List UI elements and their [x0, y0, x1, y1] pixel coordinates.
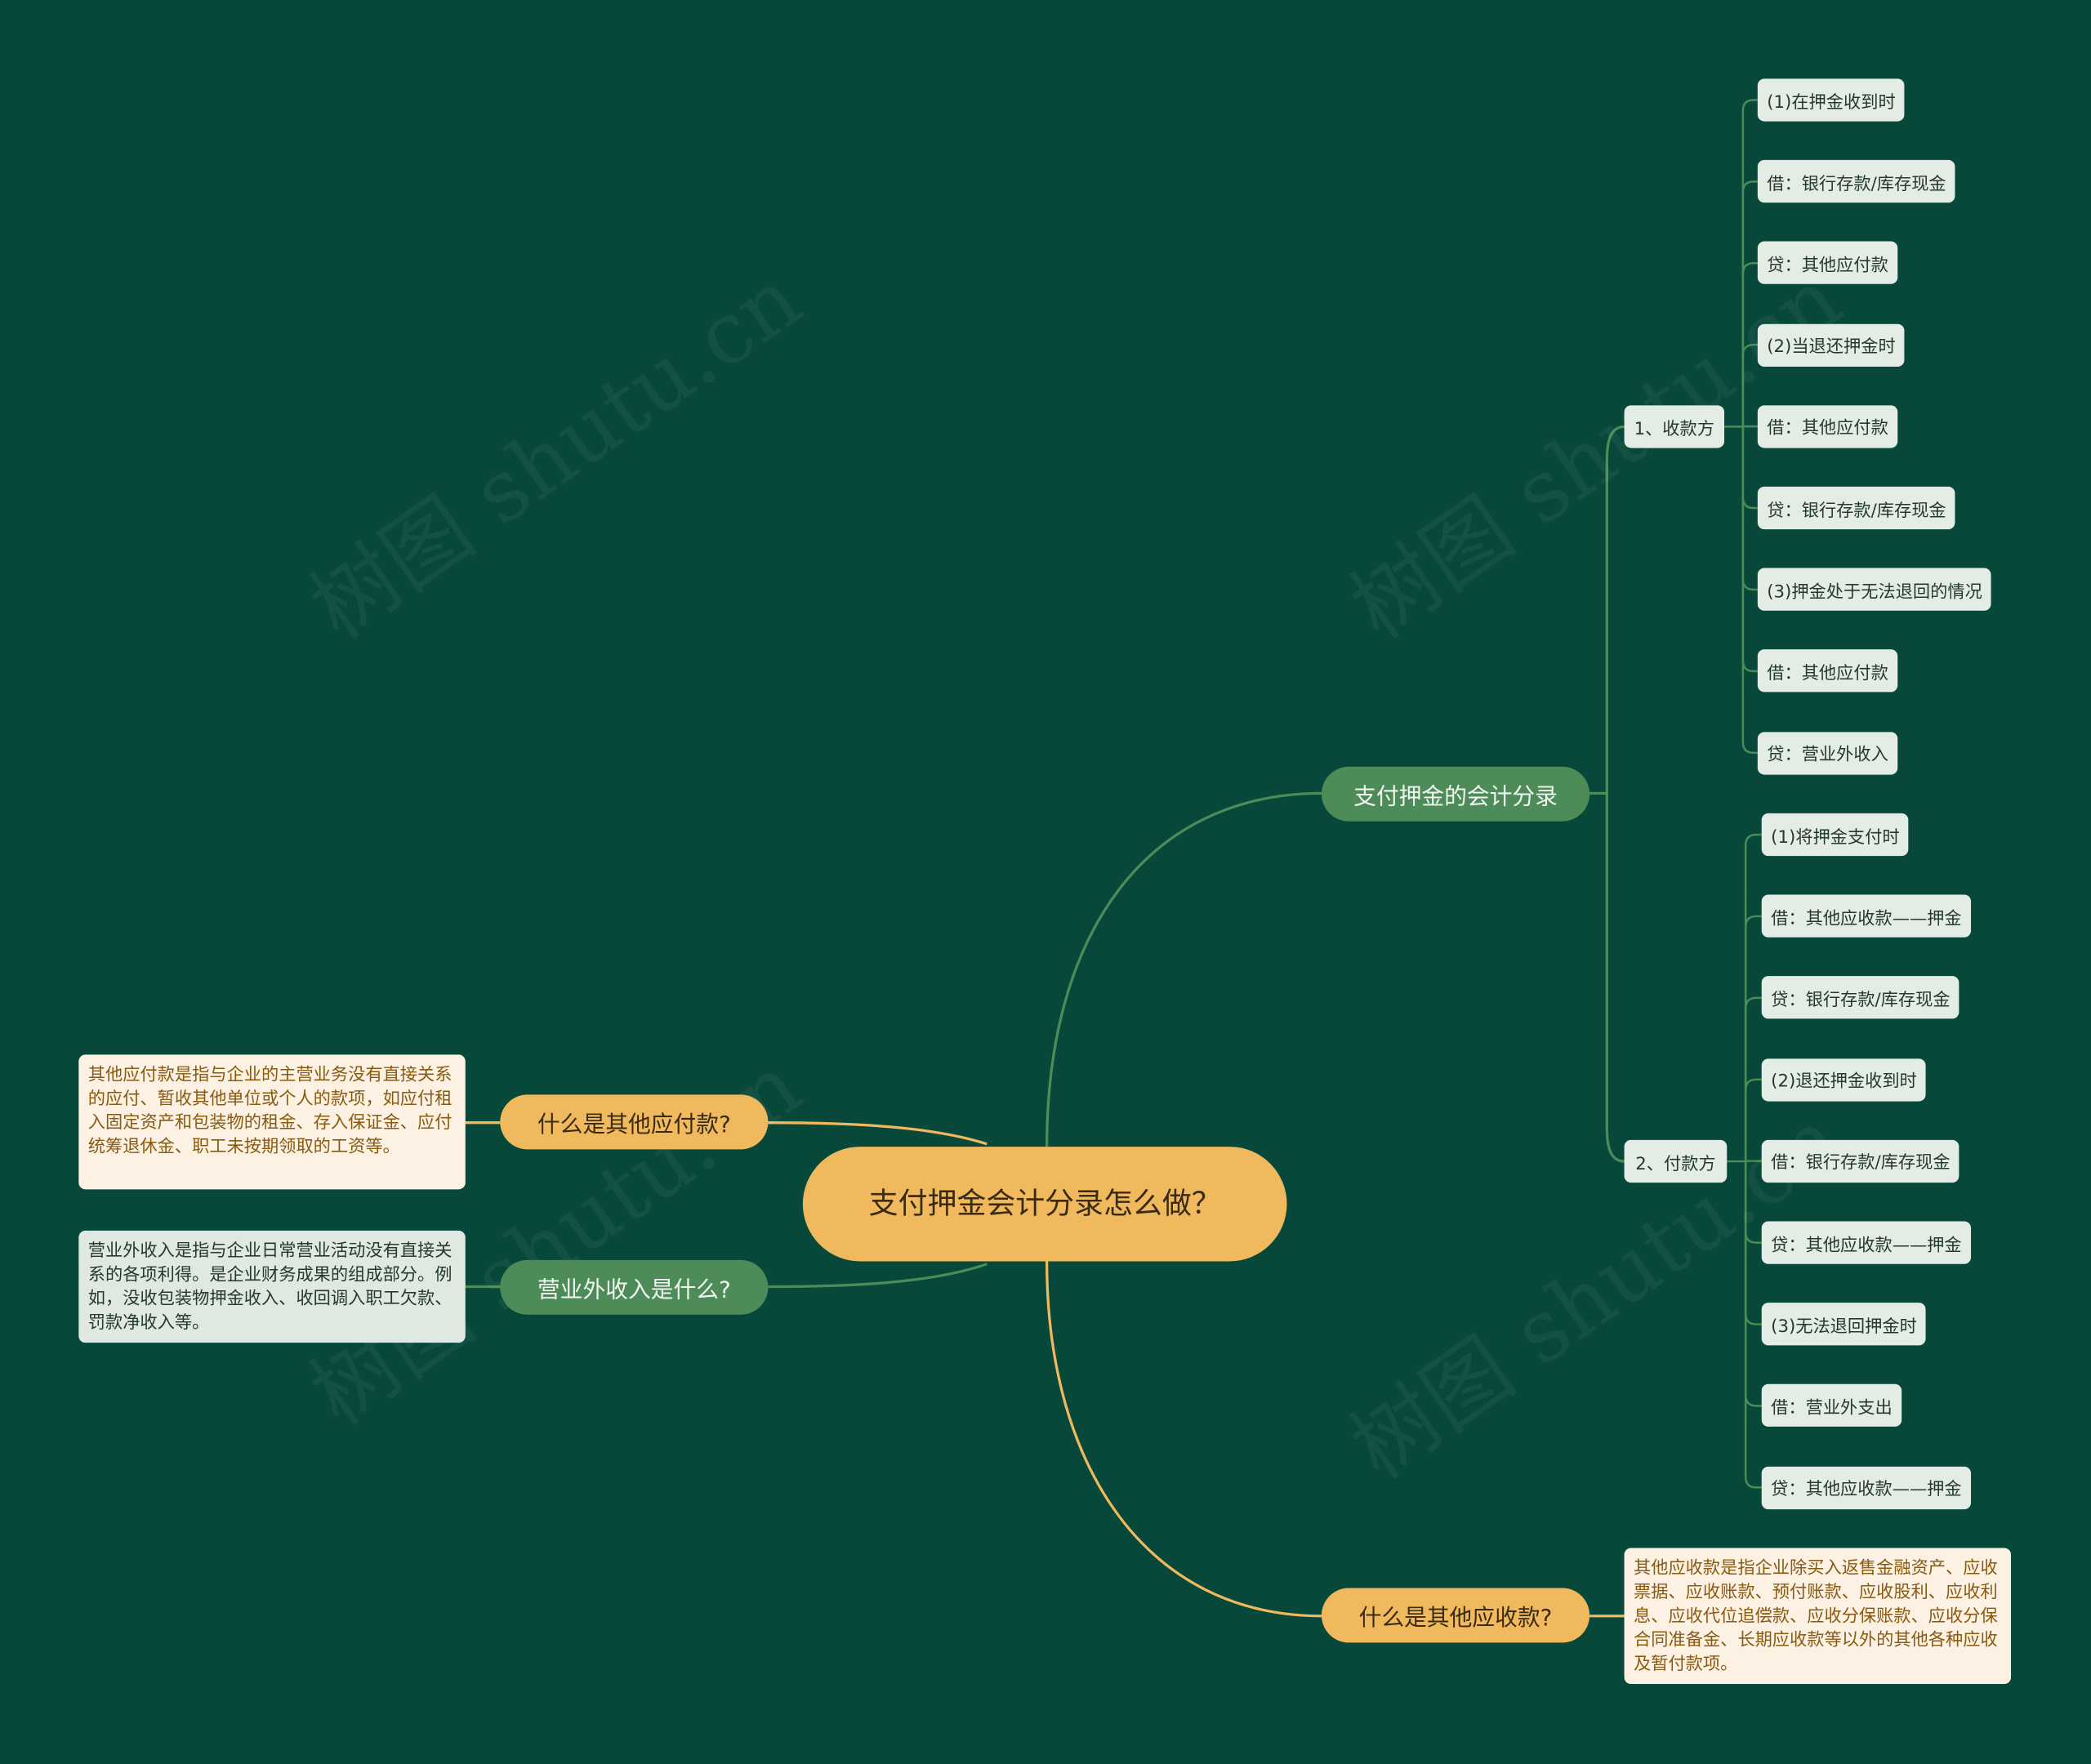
- leaf-label: (2)退还押金收到时: [1771, 1071, 1917, 1093]
- leaf-label: 贷：其他应收款——押金: [1771, 1480, 1962, 1500]
- note-other-receivables: 其他应收款是指企业除买入返售金融资产、应收票据、应收账款、预付账款、应收股利、应…: [1624, 1548, 2012, 1685]
- leaf-label: 借：其他应收款——押金: [1771, 908, 1962, 929]
- leaf-connector: [1744, 1161, 1762, 1407]
- leaf-connector: [1741, 426, 1758, 510]
- leaf-item[interactable]: 贷：其他应付款: [1757, 242, 1898, 285]
- leaf-connector: [1741, 99, 1758, 427]
- root-topic-label: 支付押金会计分录怎么做？: [868, 1187, 1221, 1221]
- leaf-label: 贷：银行存款/库存现金: [1767, 501, 1946, 521]
- leaf-item[interactable]: (3)无法退回押金时: [1761, 1303, 1927, 1346]
- leaf-connector: [1741, 426, 1758, 673]
- leaf-label: 借：营业外支出: [1771, 1398, 1893, 1419]
- leaf-label: 借：银行存款/库存现金: [1767, 174, 1946, 194]
- leaf-label: 贷：营业外收入: [1767, 745, 1888, 766]
- leaf-label: (1)在押金收到时: [1767, 92, 1896, 113]
- leaf-item[interactable]: 贷：其他应收款——押金: [1761, 1221, 1972, 1264]
- leaf-label: 借：其他应付款: [1767, 419, 1888, 439]
- subtopic-receiver[interactable]: 1、收款方: [1624, 405, 1725, 448]
- leaf-label: 借：银行存款/库存现金: [1771, 1153, 1951, 1174]
- leaf-item[interactable]: (1)将押金支付时: [1761, 813, 1910, 857]
- subtopic-payer[interactable]: 2、付款方: [1624, 1139, 1728, 1183]
- leaf-label: (3)押金处于无法退回的情况: [1767, 581, 1982, 603]
- leaf-label: 贷：其他应付款: [1767, 256, 1888, 276]
- topic-non-operating-income[interactable]: 营业外收入是什么?: [500, 1259, 769, 1315]
- leaf-item[interactable]: 借：其他应付款: [1757, 404, 1898, 448]
- leaf-label: 借：其他应付款: [1767, 663, 1888, 684]
- topic-label: 什么是其他应收款?: [1358, 1605, 1553, 1633]
- leaf-label: (1)将押金支付时: [1771, 827, 1900, 848]
- leaf-connector: [1741, 262, 1758, 427]
- leaf-item[interactable]: (1)在押金收到时: [1757, 78, 1906, 122]
- leaf-item[interactable]: 借：营业外支出: [1761, 1384, 1902, 1428]
- leaf-item[interactable]: 贷：营业外收入: [1757, 731, 1898, 774]
- leaf-item[interactable]: 借：其他应收款——押金: [1761, 894, 1972, 938]
- leaf-connector: [1744, 833, 1762, 1162]
- leaf-label: 贷：其他应收款——押金: [1771, 1235, 1962, 1256]
- leaf-item[interactable]: 贷：银行存款/库存现金: [1761, 976, 1960, 1019]
- leaf-connector: [1744, 915, 1762, 1162]
- leaf-label: (2)当退还押金时: [1767, 337, 1896, 358]
- leaf-item[interactable]: (2)退还押金收到时: [1761, 1058, 1927, 1101]
- leaf-connector: [1744, 1161, 1762, 1489]
- leaf-label: 贷：银行存款/库存现金: [1771, 990, 1951, 1011]
- leaf-connector: [1744, 1161, 1762, 1244]
- note-non-operating-income: 营业外收入是指与企业日常营业活动没有直接关系的各项利得。是企业财务成果的组成部分…: [78, 1230, 466, 1343]
- topic-label: 营业外收入是什么?: [537, 1277, 731, 1304]
- leaf-connector: [1744, 1078, 1762, 1162]
- leaf-label: (3)无法退回押金时: [1771, 1316, 1917, 1338]
- leaf-item[interactable]: (2)当退还押金时: [1757, 323, 1906, 367]
- topic-label: 什么是其他应付款?: [537, 1111, 731, 1139]
- leaf-connector: [1741, 180, 1758, 427]
- leaf-item[interactable]: 借：银行存款/库存现金: [1761, 1139, 1960, 1183]
- leaf-item[interactable]: 贷：其他应收款——押金: [1761, 1466, 1972, 1509]
- leaf-item[interactable]: 借：其他应付款: [1757, 649, 1898, 693]
- topic-label: 支付押金的会计分录: [1353, 783, 1558, 811]
- root-topic[interactable]: 支付押金会计分录怎么做？: [802, 1147, 1287, 1262]
- topic-other-receivables[interactable]: 什么是其他应收款?: [1321, 1588, 1590, 1643]
- leaf-item[interactable]: 借：银行存款/库存现金: [1757, 160, 1956, 203]
- note-other-payables: 其他应付款是指与企业的主营业务没有直接关系的应付、暂收其他单位或个人的款项，如应…: [78, 1054, 466, 1190]
- leaf-item[interactable]: 贷：银行存款/库存现金: [1757, 486, 1956, 530]
- topic-accounting-entries[interactable]: 支付押金的会计分录: [1321, 766, 1590, 822]
- subtopic-label: 2、付款方: [1635, 1154, 1716, 1174]
- leaf-connector: [1741, 426, 1758, 755]
- leaf-item[interactable]: (3)押金处于无法退回的情况: [1757, 568, 1992, 612]
- leaf-connector: [1744, 996, 1762, 1162]
- subtopic-label: 1、收款方: [1634, 419, 1715, 439]
- leaf-connector: [1741, 343, 1758, 427]
- topic-other-payables[interactable]: 什么是其他应付款?: [500, 1094, 769, 1150]
